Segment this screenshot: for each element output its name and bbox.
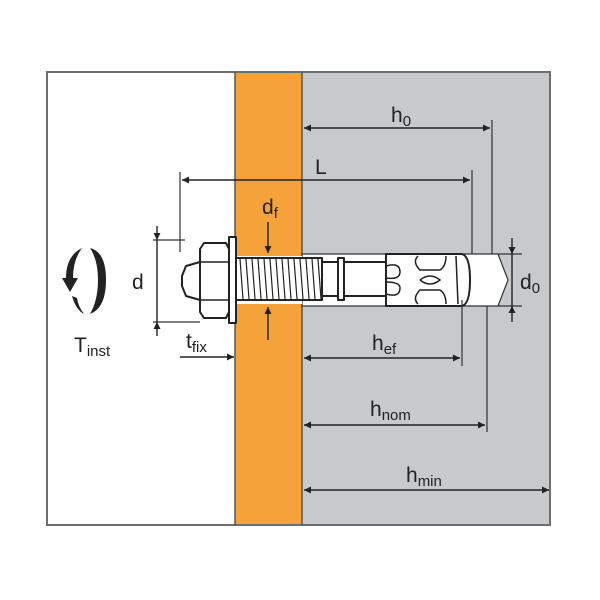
frame bbox=[46, 71, 551, 526]
thread-line bbox=[305, 258, 310, 300]
thread-line bbox=[275, 258, 280, 300]
label-hmin-sub: min bbox=[418, 473, 442, 490]
wedge-anchor bbox=[181, 236, 471, 324]
label-tfix-sub: fix bbox=[192, 339, 208, 356]
threads bbox=[239, 258, 322, 300]
thread-line bbox=[263, 258, 268, 300]
label-hnom-main: h bbox=[370, 398, 382, 421]
thread-line bbox=[239, 258, 244, 300]
thread-line bbox=[287, 258, 292, 300]
rotate-arrow-tail bbox=[72, 296, 84, 314]
thread-line bbox=[311, 258, 316, 300]
rotate-arrow-right-arc bbox=[90, 248, 106, 314]
thread-line bbox=[269, 258, 274, 300]
washer bbox=[228, 236, 237, 324]
label-hef: hef bbox=[372, 332, 397, 358]
label-h0-main: h bbox=[391, 104, 403, 127]
label-hmin: hmin bbox=[406, 464, 442, 490]
label-tinst-sub: inst bbox=[87, 343, 111, 360]
extension-lines bbox=[153, 120, 522, 432]
thread-line bbox=[257, 258, 262, 300]
label-d: d bbox=[132, 271, 144, 294]
label-tfix-main: t bbox=[186, 330, 192, 353]
label-h0-sub: 0 bbox=[403, 113, 411, 130]
label-hef-sub: ef bbox=[384, 341, 397, 358]
ring bbox=[337, 257, 345, 301]
label-d0-main: d bbox=[520, 271, 532, 294]
rotate-arrow-icon bbox=[62, 248, 106, 314]
thread-line bbox=[281, 258, 286, 300]
expansion-sleeve bbox=[385, 253, 471, 307]
label-hmin-main: h bbox=[406, 464, 418, 487]
shank bbox=[321, 261, 387, 297]
label-df-sub: f bbox=[274, 205, 279, 222]
thread-line bbox=[299, 258, 304, 300]
hex-nut bbox=[199, 242, 230, 319]
label-tinst: Tinst bbox=[74, 334, 111, 360]
sleeve-slots bbox=[385, 255, 459, 305]
thread-line bbox=[245, 258, 250, 300]
rotate-arrow-head bbox=[62, 248, 82, 292]
stud-end bbox=[181, 261, 201, 301]
thread-line bbox=[251, 258, 256, 300]
label-d0: d0 bbox=[520, 271, 540, 297]
label-tfix: tfix bbox=[186, 330, 207, 356]
label-h0: h0 bbox=[391, 104, 411, 130]
label-df: df bbox=[262, 196, 279, 222]
label-hnom-sub: nom bbox=[382, 407, 411, 424]
label-df-main: d bbox=[262, 196, 274, 219]
label-tinst-main: T bbox=[74, 334, 87, 357]
label-L: L bbox=[315, 156, 327, 179]
thread-line bbox=[317, 258, 322, 300]
label-hef-main: h bbox=[372, 332, 384, 355]
label-hnom: hnom bbox=[370, 398, 411, 424]
label-d0-sub: 0 bbox=[532, 280, 540, 297]
thread-line bbox=[293, 258, 298, 300]
